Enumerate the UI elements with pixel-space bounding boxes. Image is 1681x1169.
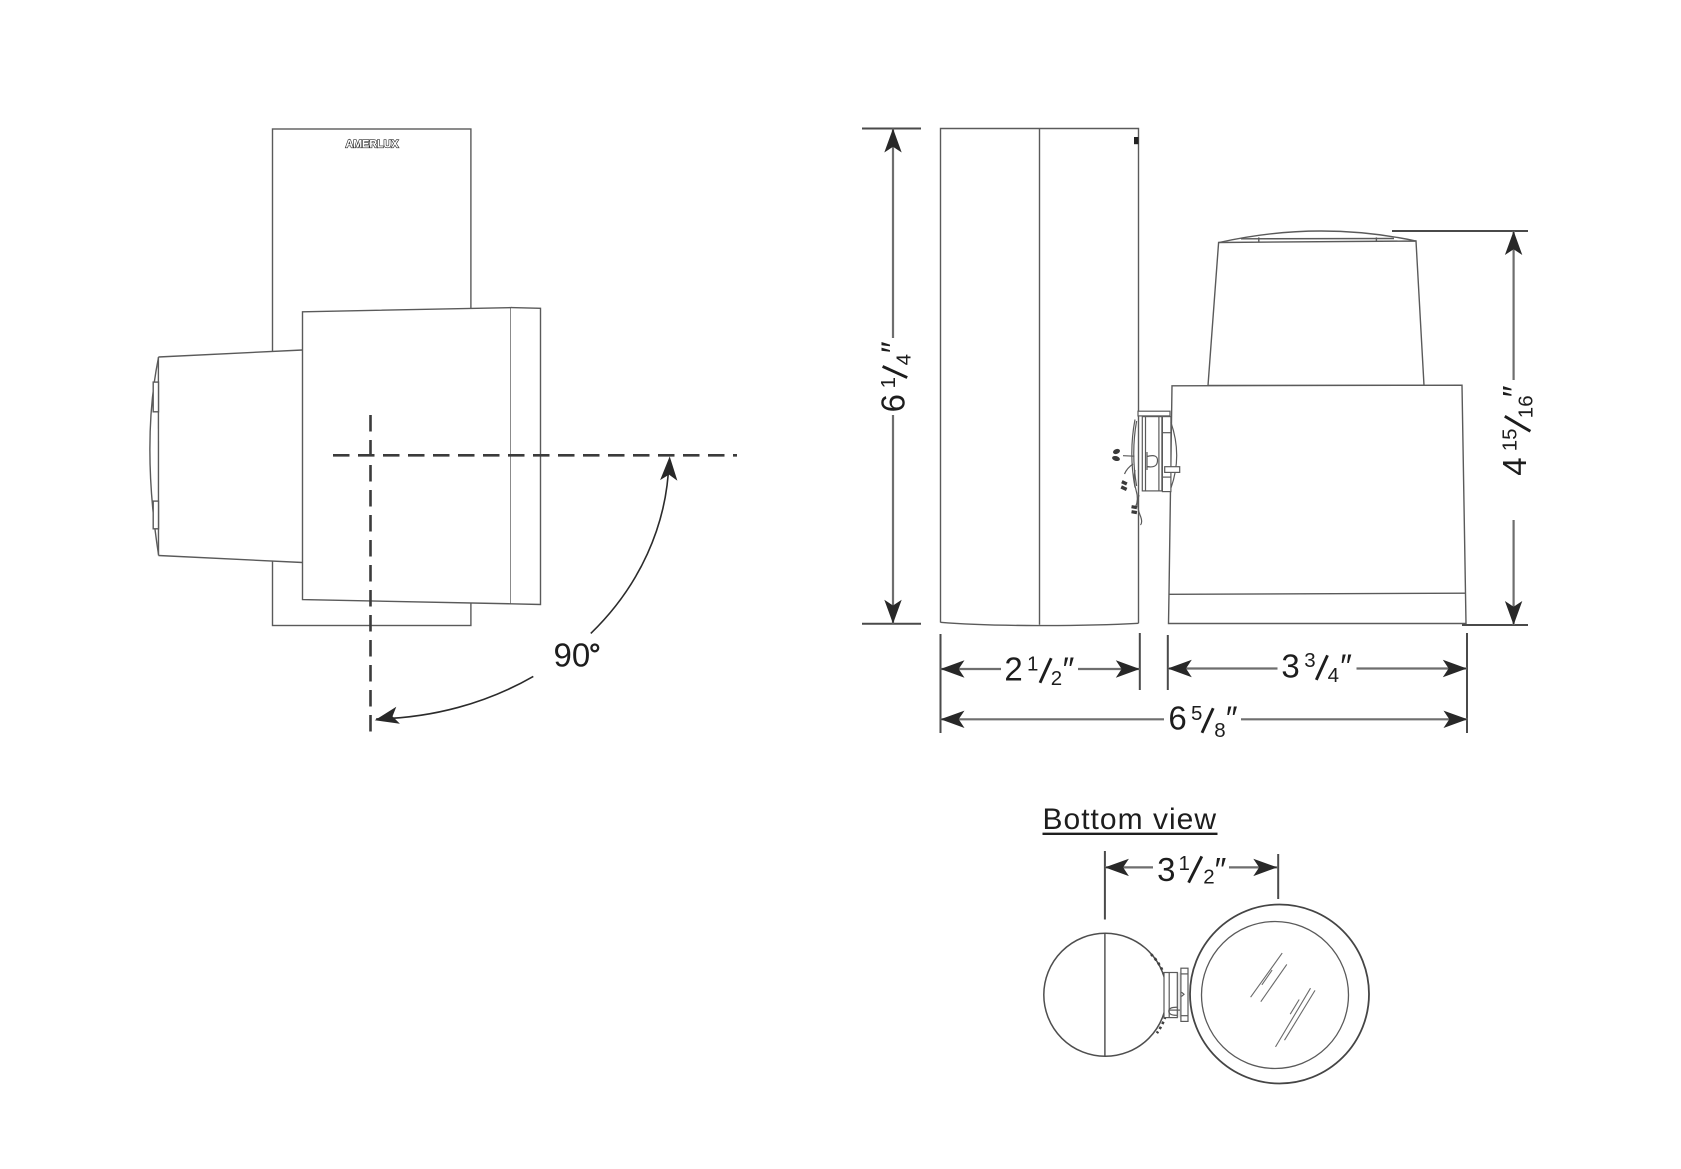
svg-text:″: ″ xyxy=(1496,385,1533,397)
svg-text:1: 1 xyxy=(877,377,900,388)
svg-text:1: 1 xyxy=(1027,653,1038,676)
svg-text:5: 5 xyxy=(1191,702,1202,725)
svg-text:16: 16 xyxy=(1515,395,1538,418)
svg-text:Bottom view: Bottom view xyxy=(1043,803,1217,836)
svg-text:15: 15 xyxy=(1499,428,1522,451)
svg-text:3: 3 xyxy=(1281,647,1299,684)
svg-text:2: 2 xyxy=(1051,667,1062,690)
svg-text:AMERLUX: AMERLUX xyxy=(346,139,400,151)
svg-text:4: 4 xyxy=(892,354,915,365)
svg-text:″: ″ xyxy=(1340,647,1352,684)
svg-text:6: 6 xyxy=(1168,700,1186,737)
svg-text:4: 4 xyxy=(1496,457,1533,475)
svg-text:2: 2 xyxy=(1203,865,1214,888)
svg-text:3: 3 xyxy=(1304,649,1315,672)
svg-text:″: ″ xyxy=(1215,851,1227,888)
svg-text:90: 90 xyxy=(554,636,591,673)
svg-text:″: ″ xyxy=(1063,650,1075,687)
svg-text:3: 3 xyxy=(1157,851,1175,888)
svg-text:1: 1 xyxy=(1179,852,1190,875)
svg-text:6: 6 xyxy=(874,394,911,412)
svg-text:8: 8 xyxy=(1214,719,1225,742)
svg-text:2: 2 xyxy=(1004,650,1022,687)
svg-text:″: ″ xyxy=(874,341,911,353)
svg-text:4: 4 xyxy=(1328,664,1339,687)
svg-text:″: ″ xyxy=(1226,700,1238,737)
